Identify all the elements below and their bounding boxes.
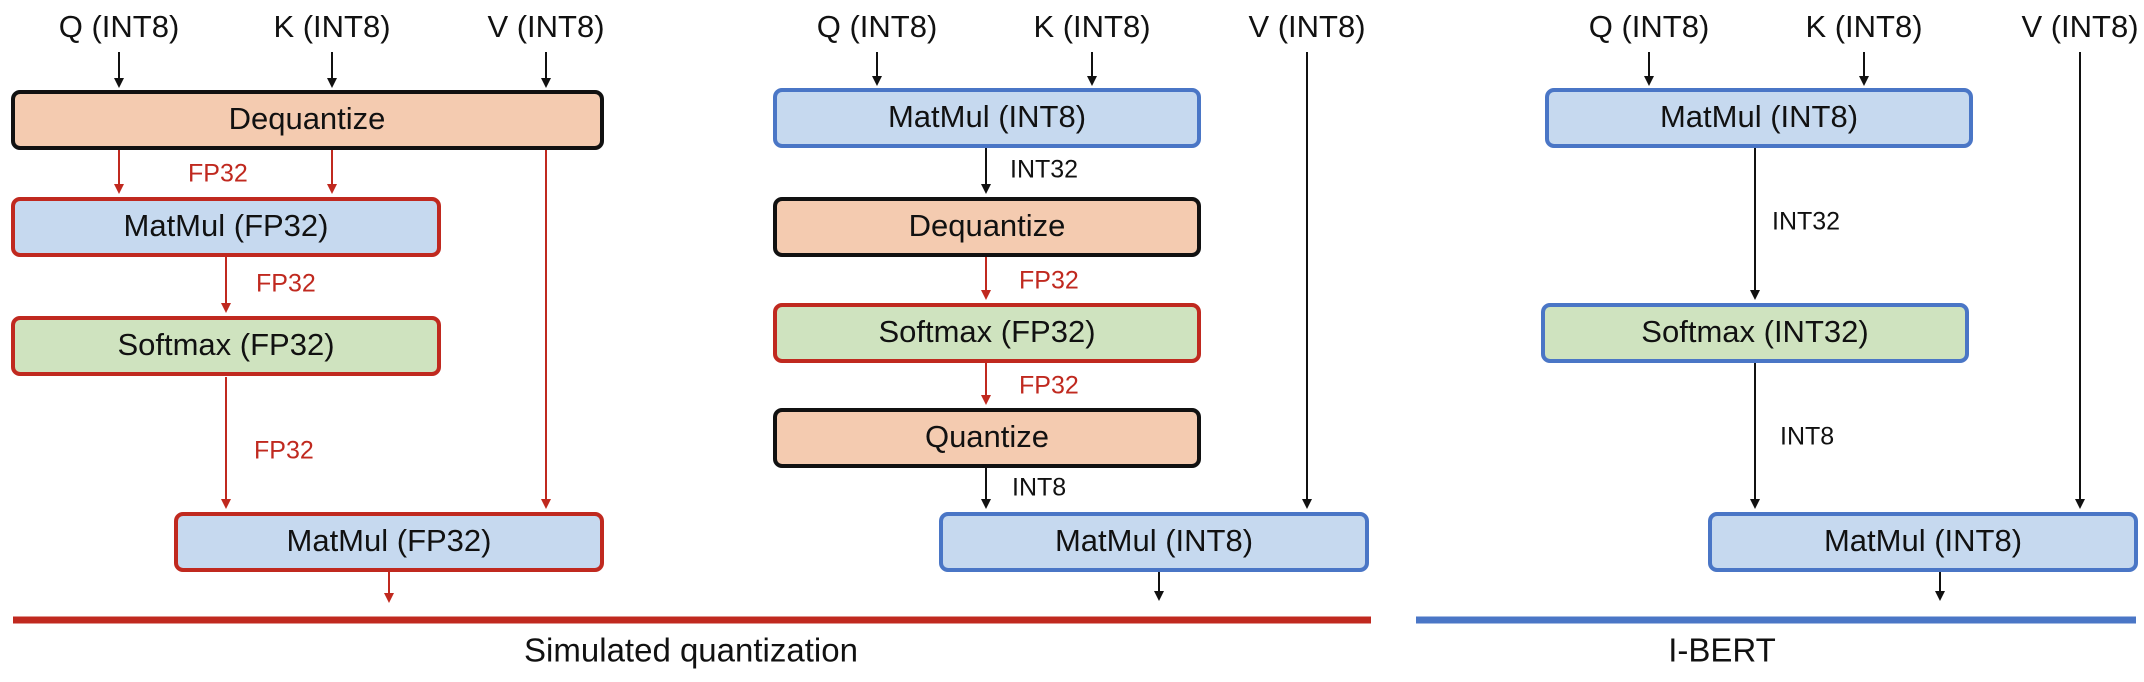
softmax-fp32-box: Softmax (FP32) [773, 303, 1201, 363]
edge-label-int8: INT8 [1780, 423, 1834, 451]
dequantize-box: Dequantize [11, 90, 604, 150]
k-input-label: K (INT8) [1805, 9, 1922, 44]
matmul-int8-label: MatMul (INT8) [888, 99, 1086, 134]
quantize-box: Quantize [773, 408, 1201, 468]
matmul-fp32-box: MatMul (FP32) [11, 197, 441, 257]
panel-simulated-int8: Q (INT8) K (INT8) V (INT8) MatMul (INT8)… [773, 9, 1369, 601]
v-input-label: V (INT8) [1248, 9, 1365, 44]
ibert-section-label: I-BERT [1668, 632, 1776, 669]
edge-label-int32: INT32 [1010, 156, 1078, 184]
matmul-fp32-output-box: MatMul (FP32) [174, 512, 604, 572]
k-input-label: K (INT8) [273, 9, 390, 44]
q-input-label: Q (INT8) [817, 9, 938, 44]
edge-label-fp32: FP32 [1019, 372, 1079, 400]
matmul-int8-box: MatMul (INT8) [1545, 88, 1973, 148]
edge-label-fp32: FP32 [1019, 267, 1079, 295]
softmax-fp32-label: Softmax (FP32) [878, 314, 1095, 349]
edge-label-int8: INT8 [1012, 474, 1066, 502]
q-input-label: Q (INT8) [59, 9, 180, 44]
matmul-fp32-label: MatMul (FP32) [124, 208, 329, 243]
panel-ibert: Q (INT8) K (INT8) V (INT8) MatMul (INT8)… [1541, 9, 2139, 601]
edge-label-fp32: FP32 [254, 437, 314, 465]
quantize-label: Quantize [925, 419, 1049, 454]
matmul-int8-box: MatMul (INT8) [773, 88, 1201, 148]
dequantize-label: Dequantize [909, 208, 1066, 243]
v-input-label: V (INT8) [487, 9, 604, 44]
dequantize-box: Dequantize [773, 197, 1201, 257]
matmul-int8-output-box: MatMul (INT8) [939, 512, 1369, 572]
softmax-fp32-box: Softmax (FP32) [11, 316, 441, 376]
softmax-int32-box: Softmax (INT32) [1541, 303, 1969, 363]
matmul-fp32-output-label: MatMul (FP32) [287, 523, 492, 558]
matmul-int8-output-label: MatMul (INT8) [1055, 523, 1253, 558]
edge-label-int32: INT32 [1772, 208, 1840, 236]
edge-label-fp32: FP32 [256, 270, 316, 298]
matmul-int8-output-label: MatMul (INT8) [1824, 523, 2022, 558]
matmul-int8-output-box: MatMul (INT8) [1708, 512, 2138, 572]
panel-simulated-fp32: Q (INT8) K (INT8) V (INT8) Dequantize FP… [11, 9, 605, 603]
q-input-label: Q (INT8) [1589, 9, 1710, 44]
k-input-label: K (INT8) [1033, 9, 1150, 44]
dequantize-label: Dequantize [229, 101, 386, 136]
matmul-int8-label: MatMul (INT8) [1660, 99, 1858, 134]
edge-label-fp32: FP32 [188, 160, 248, 188]
simulated-section-label: Simulated quantization [524, 632, 858, 669]
softmax-fp32-label: Softmax (FP32) [117, 327, 334, 362]
v-input-label: V (INT8) [2021, 9, 2138, 44]
softmax-int32-label: Softmax (INT32) [1641, 314, 1868, 349]
